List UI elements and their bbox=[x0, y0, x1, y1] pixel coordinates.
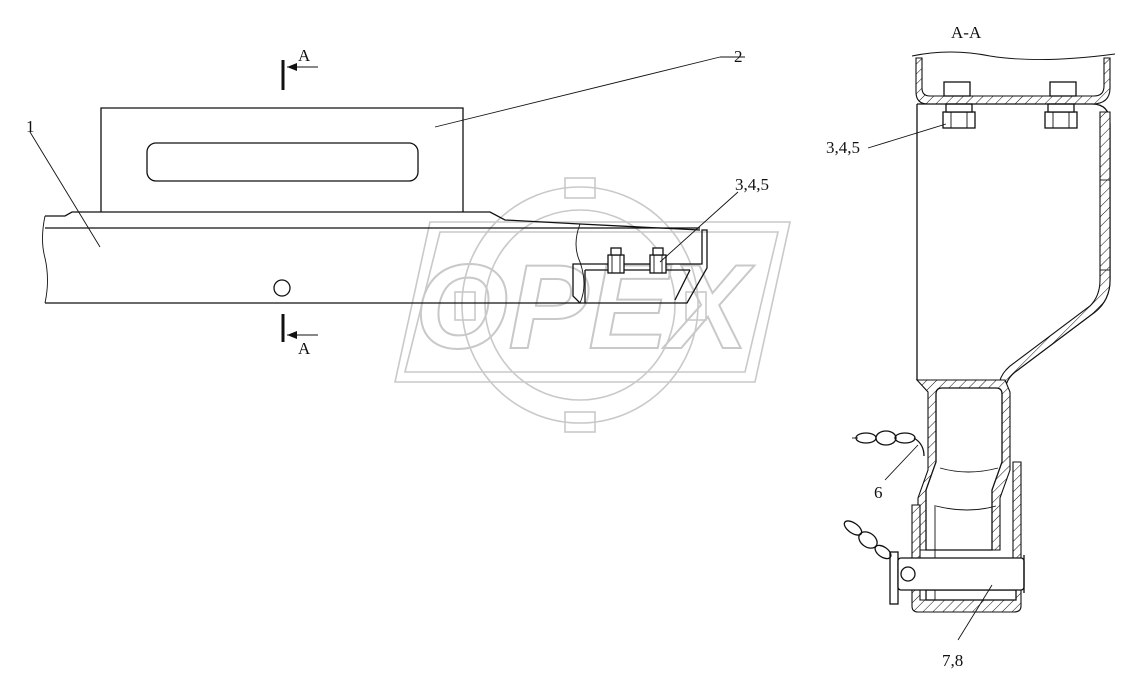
section-bolt-left bbox=[942, 103, 976, 129]
section-lower-beam bbox=[915, 379, 1011, 551]
section-arrow-bottom bbox=[281, 314, 318, 342]
section-pin bbox=[889, 551, 1025, 605]
part-2-bracket bbox=[100, 107, 464, 212]
chain-lower bbox=[843, 520, 892, 560]
leader-lines-main bbox=[29, 56, 745, 263]
section-top-beam bbox=[911, 51, 1116, 105]
section-bolt-right bbox=[1044, 103, 1078, 129]
bolt-right bbox=[649, 247, 667, 274]
section-title: A-A bbox=[951, 23, 982, 42]
part-1-beam bbox=[42, 211, 701, 304]
bolt-left bbox=[607, 247, 625, 274]
label-fasteners-section: 3,4,5 bbox=[826, 138, 860, 157]
label-part-2: 2 bbox=[734, 47, 743, 66]
watermark-text: OPEX bbox=[415, 240, 755, 374]
section-letter-bottom: A bbox=[298, 339, 311, 358]
label-chain: 6 bbox=[874, 483, 883, 502]
label-part-1: 1 bbox=[26, 117, 35, 136]
label-pin: 7,8 bbox=[942, 651, 963, 670]
leader-lines-section bbox=[867, 123, 993, 641]
label-fasteners-main: 3,4,5 bbox=[735, 175, 769, 194]
watermark-logo: OPEX bbox=[394, 177, 791, 433]
section-arrow-top bbox=[281, 60, 318, 90]
section-bracket-body bbox=[916, 103, 1111, 393]
section-letter-top: A bbox=[298, 46, 311, 65]
angle-clamp bbox=[572, 229, 708, 304]
chain-upper bbox=[852, 430, 925, 457]
